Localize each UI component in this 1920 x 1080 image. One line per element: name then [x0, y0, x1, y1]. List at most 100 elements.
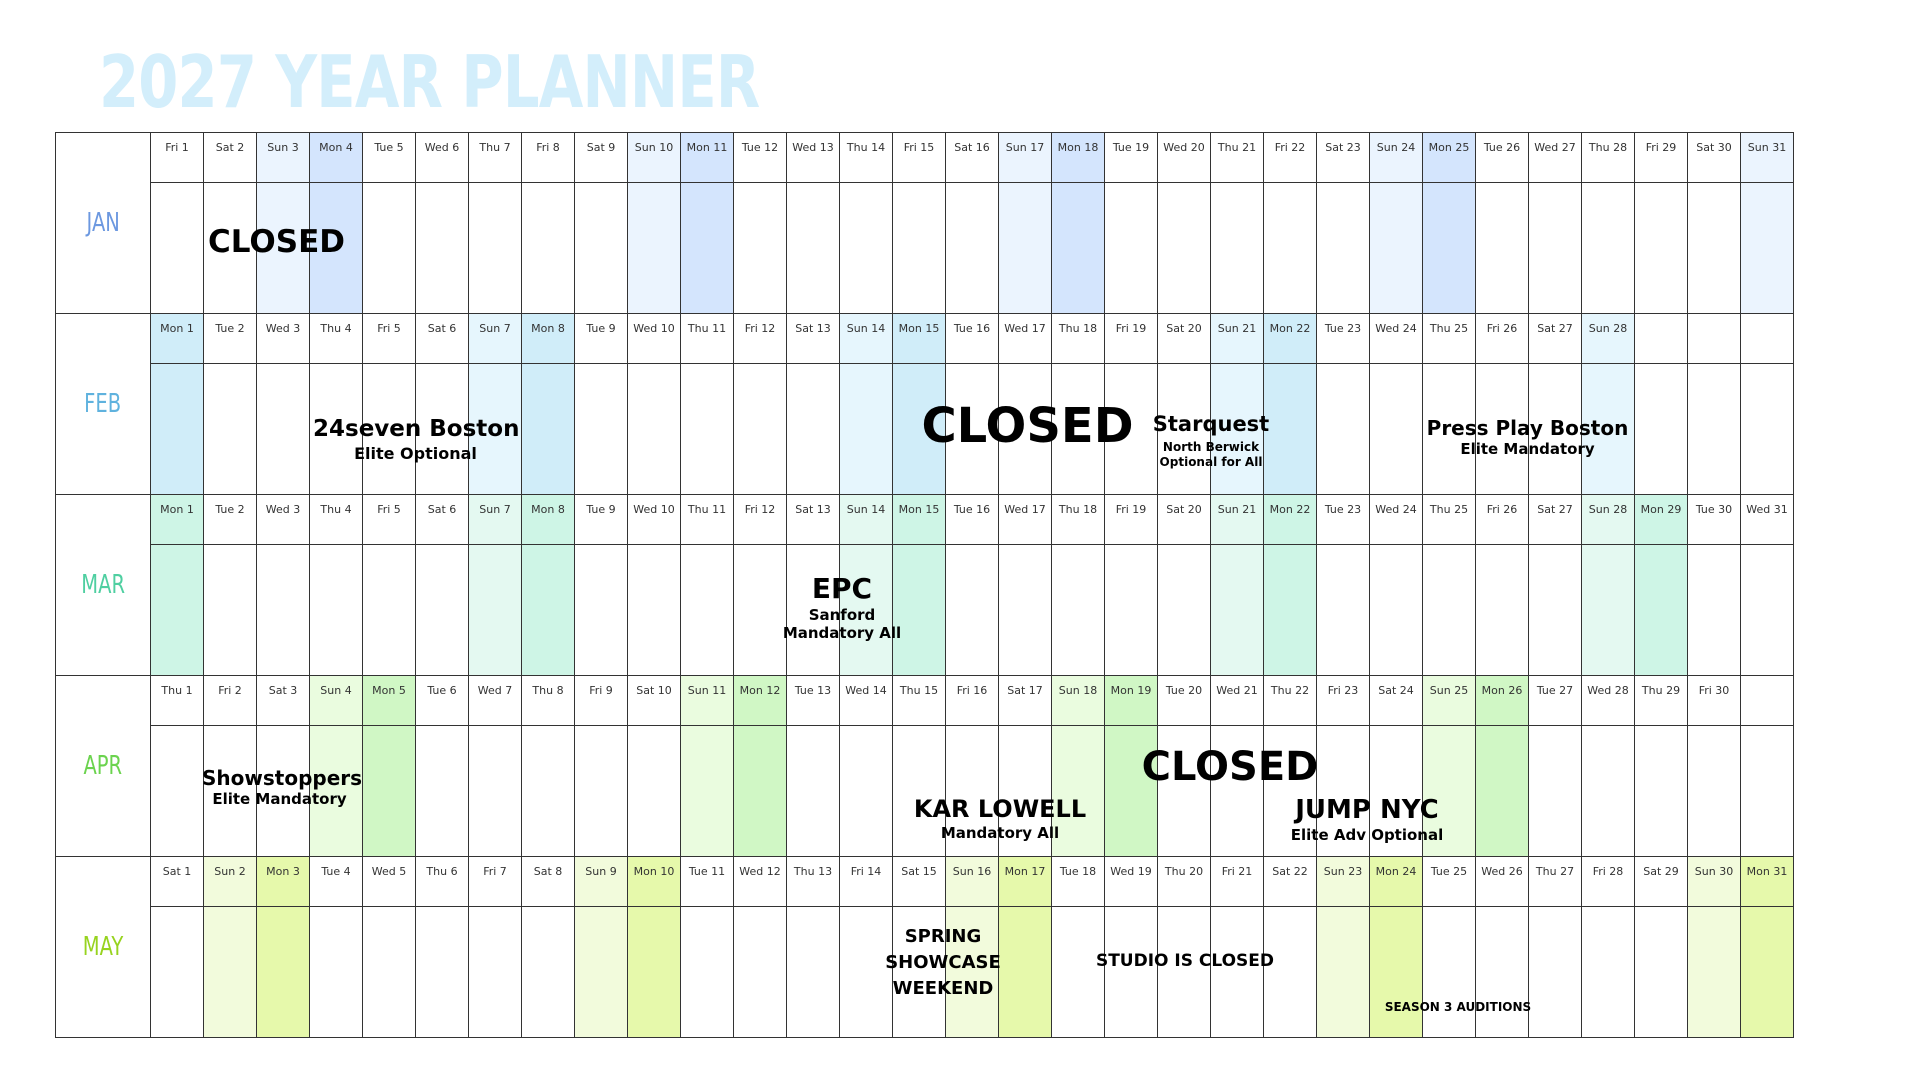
day-header-cell: Thu 22 [1263, 675, 1316, 725]
day-body-cell [309, 906, 362, 1037]
event-title: KAR LOWELL [913, 795, 1087, 823]
day-body-cell [998, 544, 1051, 675]
event-feb-closed: CLOSED [920, 398, 1135, 456]
day-body-cell [1051, 363, 1104, 494]
day-header-cell: Tue 13 [786, 675, 839, 725]
event-studio-closed: STUDIO IS CLOSED [1090, 951, 1280, 971]
day-header-cell: Tue 25 [1422, 856, 1475, 906]
grid-right-border [1793, 856, 1794, 1037]
day-header-cell: Wed 3 [256, 494, 309, 544]
day-header-cell: Fri 5 [362, 313, 415, 363]
day-header-cell: Fri 21 [1210, 856, 1263, 906]
day-header-cell: Mon 31 [1740, 856, 1793, 906]
day-body-cell [1634, 182, 1687, 313]
event-title: CLOSED [1141, 744, 1319, 790]
day-body-cell [1422, 906, 1475, 1037]
day-body-cell [1634, 363, 1687, 494]
day-header-cell: Fri 22 [1263, 132, 1316, 182]
day-body-cell [1740, 363, 1793, 494]
day-body-cell [1263, 725, 1316, 856]
day-body-cell [733, 906, 786, 1037]
event-24seven-boston: 24seven Boston Elite Optional [313, 416, 519, 463]
day-body-cell [839, 725, 892, 856]
day-body-cell [998, 906, 1051, 1037]
day-header-cell: Tue 26 [1475, 132, 1528, 182]
event-title: STUDIO IS CLOSED [1095, 951, 1275, 971]
day-body-cell [362, 906, 415, 1037]
day-body-cell [150, 363, 203, 494]
day-header-cell: Fri 26 [1475, 494, 1528, 544]
day-body-cell [521, 906, 574, 1037]
day-body-cell [1051, 544, 1104, 675]
event-title: CLOSED [921, 398, 1134, 454]
day-body-cell [1687, 182, 1740, 313]
day-body-cell [680, 725, 733, 856]
day-header-cell: Fri 1 [150, 132, 203, 182]
day-body-cell [998, 182, 1051, 313]
day-header-cell: Sat 20 [1157, 313, 1210, 363]
day-body-cell [362, 182, 415, 313]
day-body-cell [203, 363, 256, 494]
day-body-cell [415, 544, 468, 675]
day-header-cell: Thu 27 [1528, 856, 1581, 906]
month-label: JAN [86, 208, 120, 238]
day-body-cell [892, 182, 945, 313]
day-body-cell [468, 182, 521, 313]
day-body-cell [786, 544, 839, 675]
event-showstoppers: Showstoppers Elite Mandatory [202, 766, 363, 808]
day-body-cell [521, 544, 574, 675]
day-body-cell [1740, 725, 1793, 856]
day-header-cell: Tue 19 [1104, 132, 1157, 182]
event-jump-nyc: JUMP NYC Elite Adv Optional [1282, 795, 1452, 844]
day-body-cell [1422, 363, 1475, 494]
day-header-cell: Sun 11 [680, 675, 733, 725]
day-header-cell: Sun 21 [1210, 494, 1263, 544]
day-header-cell: Fri 2 [203, 675, 256, 725]
event-title: Showstoppers [202, 766, 363, 790]
day-body-cell [150, 725, 203, 856]
day-header-cell: Sat 13 [786, 313, 839, 363]
day-body-cell [256, 544, 309, 675]
day-header-cell: Wed 13 [786, 132, 839, 182]
day-header-cell: Tue 9 [574, 313, 627, 363]
day-body-cell [1316, 363, 1369, 494]
day-body-cell [892, 544, 945, 675]
day-body-cell [892, 363, 945, 494]
day-header-cell: Wed 12 [733, 856, 786, 906]
day-body-cell [1104, 544, 1157, 675]
day-body-cell [468, 363, 521, 494]
day-body-cell [1740, 906, 1793, 1037]
day-header-cell: Tue 2 [203, 313, 256, 363]
day-body-cell [1422, 544, 1475, 675]
grid-right-border [1793, 132, 1794, 313]
day-body-cell [627, 725, 680, 856]
day-body-cell [309, 363, 362, 494]
day-header-cell: Sat 16 [945, 132, 998, 182]
day-header-cell: Sat 22 [1263, 856, 1316, 906]
day-header-cell: Mon 4 [309, 132, 362, 182]
day-body-cell [415, 725, 468, 856]
day-body-cell [256, 182, 309, 313]
day-header-cell: Sun 4 [309, 675, 362, 725]
day-header-cell: Sun 16 [945, 856, 998, 906]
day-header-cell: Fri 14 [839, 856, 892, 906]
grid-right-border [1793, 313, 1794, 494]
day-body-cell [1316, 725, 1369, 856]
day-header-cell: Mon 5 [362, 675, 415, 725]
day-header-cell: Fri 12 [733, 313, 786, 363]
day-body-cell [1528, 906, 1581, 1037]
day-body-cell [256, 906, 309, 1037]
day-body-cell [574, 906, 627, 1037]
grid-right-border [1793, 675, 1794, 856]
day-header-cell: Mon 15 [892, 313, 945, 363]
day-body-cell [945, 544, 998, 675]
day-body-cell [627, 182, 680, 313]
day-header-cell: Tue 2 [203, 494, 256, 544]
day-body-cell [786, 906, 839, 1037]
day-header-cell: Wed 17 [998, 494, 1051, 544]
event-subtitle: Elite Mandatory [212, 790, 347, 808]
day-body-cell [839, 906, 892, 1037]
day-header-cell: Sun 31 [1740, 132, 1793, 182]
month-label-cell: MAY [55, 856, 150, 1037]
day-header-cell: Sun 30 [1687, 856, 1740, 906]
